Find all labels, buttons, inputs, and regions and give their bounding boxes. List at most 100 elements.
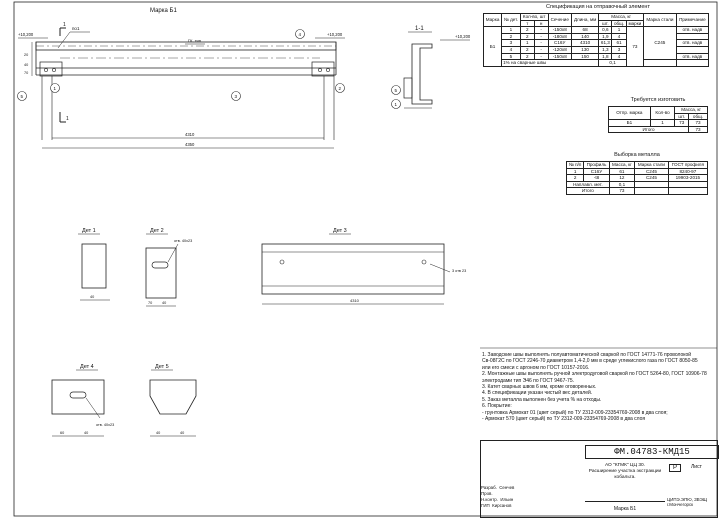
table-cell: 1 bbox=[611, 26, 627, 34]
table-cell: Масса, кг bbox=[674, 106, 708, 114]
table-cell: 73 bbox=[625, 26, 645, 67]
table-cell: 3 bbox=[501, 39, 521, 47]
table-cell: общ. bbox=[688, 112, 708, 121]
detail-1: Дет 1 40 bbox=[78, 228, 110, 301]
drawing-label: 40 bbox=[90, 295, 94, 299]
drawing-label: 1 bbox=[54, 86, 57, 91]
stamp-description: АО "КГМК" ЦЦ 30. Расширение участка экст… bbox=[588, 463, 662, 480]
table-row: Наплавл. мет.0,1 bbox=[566, 180, 709, 189]
table-cell: Итого bbox=[566, 187, 610, 195]
dim-left-c: 70 bbox=[24, 71, 28, 75]
note-line: 2. Монтажные швы выполнять ручной электр… bbox=[482, 371, 707, 378]
table-cell: - bbox=[533, 32, 549, 41]
table-cell: Масса, кг bbox=[598, 13, 644, 21]
note-line: Св-08Г2С по ГОСТ 2246-70 диаметром 1,4-2… bbox=[482, 358, 698, 365]
table-cell: 0,1 bbox=[598, 59, 627, 67]
note-line: - грунтовка Армокат 01 (цвет серый) по Т… bbox=[482, 409, 668, 416]
section-channel bbox=[411, 43, 433, 105]
table-cell: 2 bbox=[519, 32, 535, 41]
drawing-label: 60 bbox=[60, 431, 64, 435]
table-cell: -120x8 bbox=[547, 45, 572, 54]
detail-5-plate bbox=[149, 379, 197, 415]
table-cell bbox=[634, 187, 669, 195]
table-cell: 1 bbox=[649, 119, 676, 127]
note-line: 5. Заказ металла выполнен без учета % на… bbox=[482, 396, 602, 403]
table-cell: 4310 bbox=[570, 39, 600, 47]
stamp-mark: Марка Б1 bbox=[585, 501, 665, 516]
table-cell bbox=[643, 59, 677, 67]
position-bubble-1 bbox=[50, 83, 60, 93]
table-row: Отпр. марка Кол-во Масса, кг bbox=[608, 105, 708, 121]
note-line: - Армокат 570 (цвет серый) по ТУ 2312-00… bbox=[482, 416, 646, 423]
table-cell: 73 bbox=[688, 125, 708, 134]
drawing-label: 40 bbox=[156, 431, 160, 435]
position-bubble-3 bbox=[231, 91, 241, 101]
leader-label-gk: ГК, тип bbox=[188, 38, 201, 43]
table-cell: ГОСТ профиля bbox=[667, 161, 709, 169]
table-cell: -150x8 bbox=[547, 52, 572, 61]
drawing-label: 2 bbox=[339, 86, 342, 91]
section-title: 1-1 bbox=[415, 26, 424, 32]
table-cell: Марка bbox=[482, 12, 503, 28]
table-cell: 4 bbox=[611, 32, 627, 41]
table-cell: 73 bbox=[688, 119, 708, 127]
table-row: т н шт. общ. марки bbox=[484, 19, 709, 28]
main-beam-view: Марка Б1 +10,200 +10,200 1 1 bbox=[17, 8, 345, 149]
table-cell bbox=[667, 187, 709, 195]
table-cell bbox=[675, 59, 710, 67]
stamp-row: Н.контр. Ильин bbox=[481, 497, 514, 502]
end-plate-left bbox=[39, 61, 63, 77]
table-cell: -180x8 bbox=[547, 32, 572, 41]
table-cell: Кол-во, шт bbox=[519, 13, 549, 21]
detail-4-slot bbox=[69, 391, 87, 399]
detail-5: Дет 5 40 40 bbox=[149, 364, 197, 437]
table-cell: 61 bbox=[608, 167, 636, 176]
drawing-label: 5 bbox=[21, 94, 24, 99]
spec-table: Марка № дет. Кол-во, шт Сечение Длина, м… bbox=[482, 12, 710, 67]
dim-outer: 4350 bbox=[185, 142, 195, 147]
table-cell: шт. bbox=[598, 19, 613, 28]
table-cell bbox=[675, 32, 710, 41]
detail-4-hole: отв. 40x23 bbox=[96, 423, 114, 427]
table-cell: -150x8 bbox=[547, 26, 572, 34]
table-cell: С245 bbox=[643, 26, 677, 61]
table-cell: С245 bbox=[634, 174, 669, 182]
table-cell: Отпр. марка bbox=[608, 105, 651, 121]
table-cell: - bbox=[533, 39, 549, 47]
drawing-label: 40 bbox=[180, 431, 184, 435]
table-cell bbox=[634, 180, 669, 189]
table-cell: 73 bbox=[674, 119, 690, 127]
table-row: Марка № дет. Кол-во, шт Сечение Длина, м… bbox=[482, 12, 710, 28]
table-cell: Профиль bbox=[583, 161, 610, 169]
table-cell: шт. bbox=[674, 112, 690, 121]
sheet-label: Лист bbox=[691, 464, 702, 470]
stage-letter: Р bbox=[669, 464, 681, 472]
table-cell: 61 bbox=[611, 39, 627, 47]
detail-3-hole: 3 отв 23 bbox=[452, 269, 466, 273]
table-row: 1% на сварные швы 0,1 bbox=[484, 59, 710, 67]
position-bubble-4 bbox=[295, 29, 305, 39]
table-cell: общ. bbox=[611, 19, 627, 28]
section-bubble-1 bbox=[391, 99, 401, 109]
detail-2: Дет 2 отв. 40x23 70 40 bbox=[145, 228, 192, 307]
cut-mark-bottom: 1 bbox=[66, 116, 69, 122]
table-cell: 2 bbox=[501, 32, 521, 41]
table-cell: - bbox=[533, 26, 549, 34]
drawing-label: 3 bbox=[235, 94, 238, 99]
table-cell: 19903-2015 bbox=[667, 174, 709, 182]
leader-label-1: по1 bbox=[72, 26, 80, 31]
section-1-1: 1-1 +10,200 5 1 bbox=[391, 26, 471, 109]
detail-2-hole: отв. 40x23 bbox=[174, 239, 192, 243]
section-bubble-5 bbox=[391, 85, 401, 95]
table-cell: 1,9 bbox=[598, 32, 613, 41]
detail-2-title: Дет 2 bbox=[150, 228, 164, 234]
sheet-frame bbox=[13, 1, 718, 517]
table-cell: 1 bbox=[565, 167, 585, 176]
end-plate-right bbox=[311, 61, 335, 77]
table-cell: Б1 bbox=[482, 26, 503, 67]
